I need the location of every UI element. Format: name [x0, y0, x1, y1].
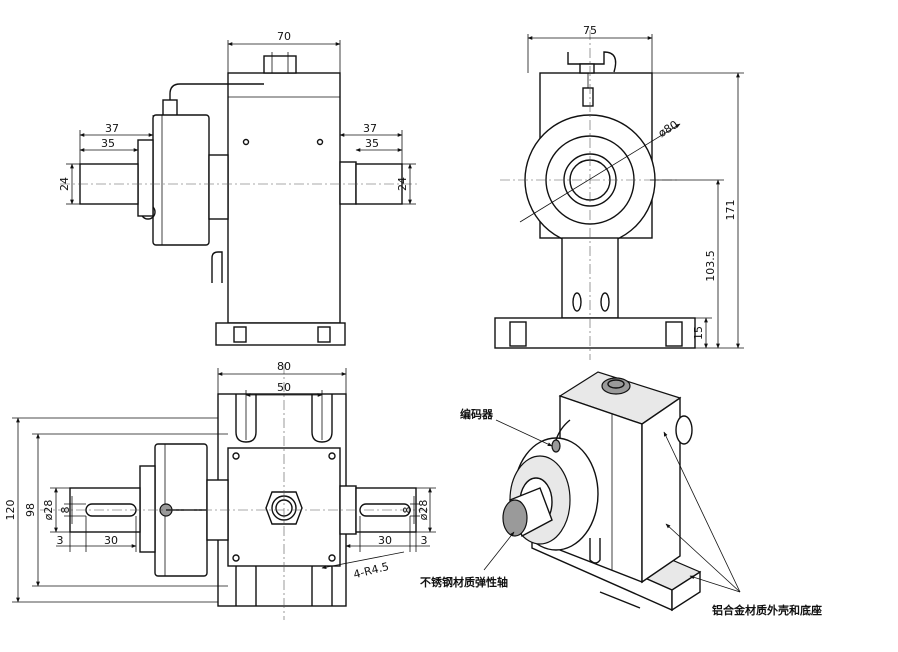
- key-width-right-label: 8: [401, 507, 414, 514]
- label-housing: 铝合金材质外壳和底座: [712, 603, 822, 617]
- key-width-left-label: 8: [59, 507, 72, 514]
- shaft-left-inner-label: 35: [101, 137, 115, 150]
- holes-label: 4-R4.5: [352, 560, 390, 581]
- axis-height-label: 103.5: [704, 250, 717, 282]
- side-width-label: 75: [583, 24, 597, 37]
- side-view: 75 ø80 171 103.5 15: [494, 24, 744, 360]
- shaft-right-outer-label: 37: [363, 122, 377, 135]
- diameter-label: ø80: [656, 118, 680, 140]
- key-length-right-label: 30: [378, 534, 392, 547]
- iso-view: 编码器 不锈钢材质弹性轴 铝合金材质外壳和底座: [420, 371, 822, 617]
- base-height-label: 15: [692, 326, 705, 340]
- top-width-outer-label: 80: [277, 360, 291, 373]
- top-width-inner-label: 50: [277, 381, 291, 394]
- key-offset-right-label: 3: [421, 534, 428, 547]
- shaft-right-inner-label: 35: [365, 137, 379, 150]
- shaft-left-outer-label: 37: [105, 122, 119, 135]
- shaft-dia-left-label: ø28: [42, 500, 55, 521]
- key-offset-left-label: 3: [57, 534, 64, 547]
- shaft-height-left-label: 24: [58, 177, 71, 191]
- shaft-height-right-label: 24: [396, 177, 409, 191]
- label-shaft: 不锈钢材质弹性轴: [420, 575, 508, 589]
- top-height-outer-label: 120: [4, 500, 17, 521]
- total-height-label: 171: [724, 200, 737, 221]
- label-encoder: 编码器: [460, 407, 494, 421]
- top-height-inner-label: 98: [24, 503, 37, 517]
- front-view: 70 37 35 37 35 24 24: [58, 30, 420, 346]
- shaft-dia-right-label: ø28: [417, 500, 430, 521]
- top-view: 80 50 120 98 ø28 8 ø28 8: [4, 360, 436, 620]
- front-width-label: 70: [277, 30, 291, 43]
- key-length-left-label: 30: [104, 534, 118, 547]
